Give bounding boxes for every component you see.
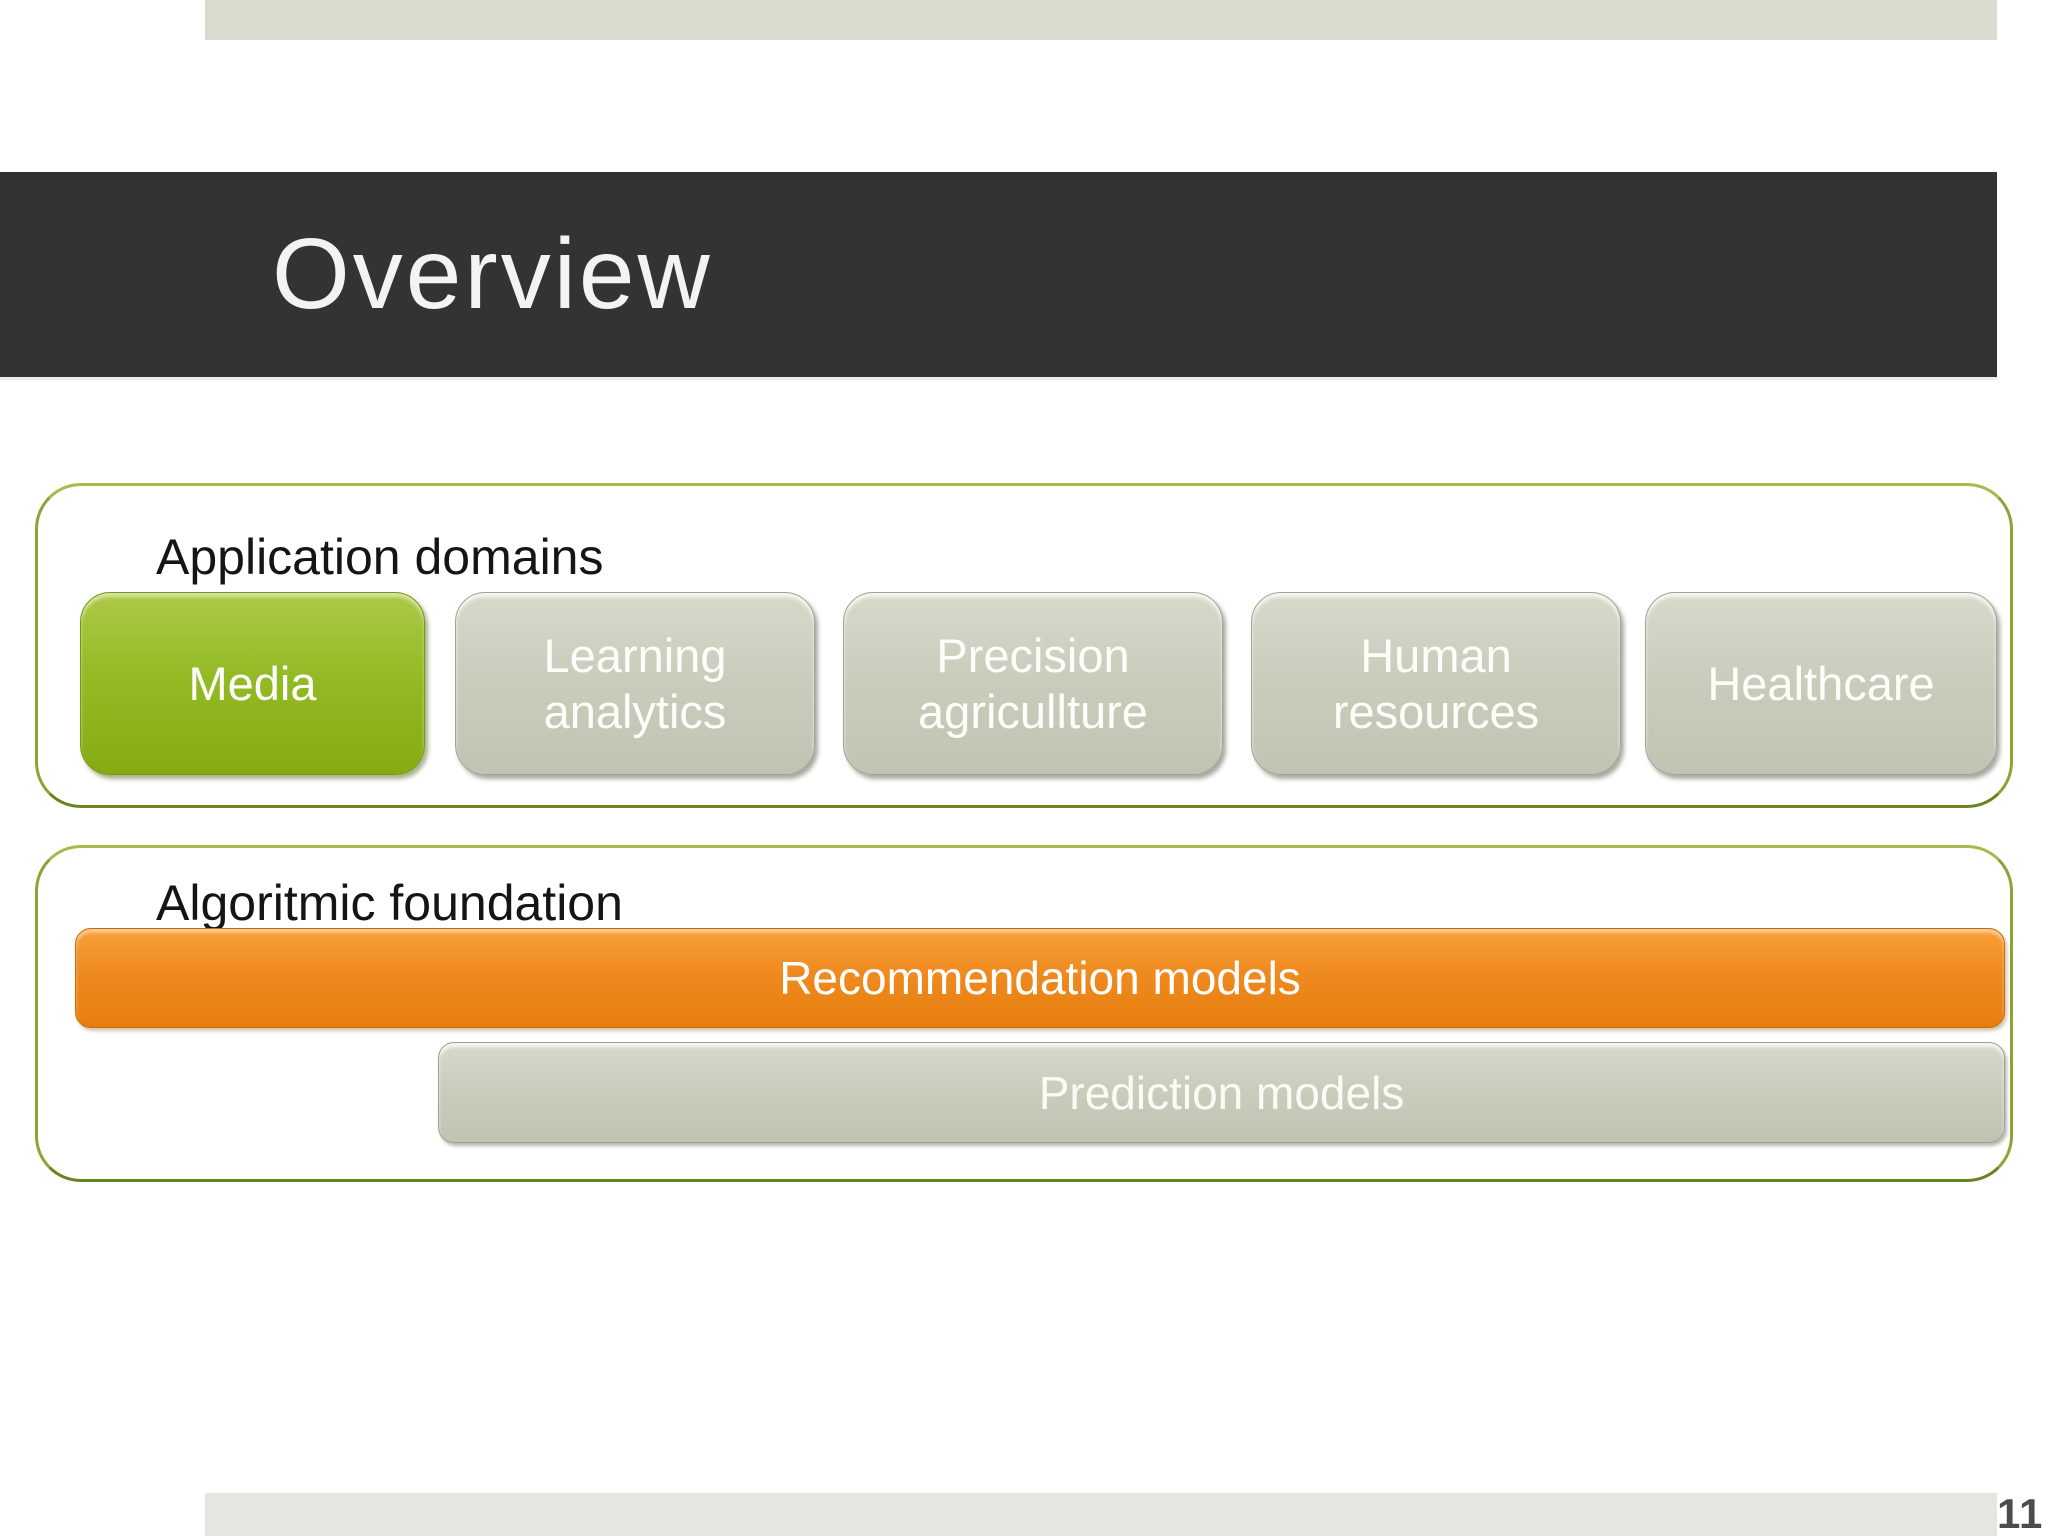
- page-number: 11: [1997, 1490, 2044, 1536]
- domain-box-learning-analytics: Learning analytics: [455, 592, 815, 775]
- domain-box-human-resources: Human resources: [1251, 592, 1621, 775]
- title-banner: Overview: [0, 172, 1997, 377]
- bar-recommendation-models: Recommendation models: [75, 928, 2005, 1028]
- domain-box-precision-agriculture: Precision agricullture: [843, 592, 1223, 775]
- domain-box-media: Media: [80, 592, 425, 775]
- application-domains-label: Application domains: [156, 529, 604, 585]
- bottom-decorative-strip: [205, 1493, 1997, 1536]
- top-decorative-strip: [205, 0, 1997, 40]
- bar-prediction-models: Prediction models: [438, 1042, 2005, 1143]
- domain-box-healthcare: Healthcare: [1645, 592, 1997, 775]
- slide-title: Overview: [272, 218, 713, 330]
- algorithmic-foundation-label: Algoritmic foundation: [156, 875, 623, 931]
